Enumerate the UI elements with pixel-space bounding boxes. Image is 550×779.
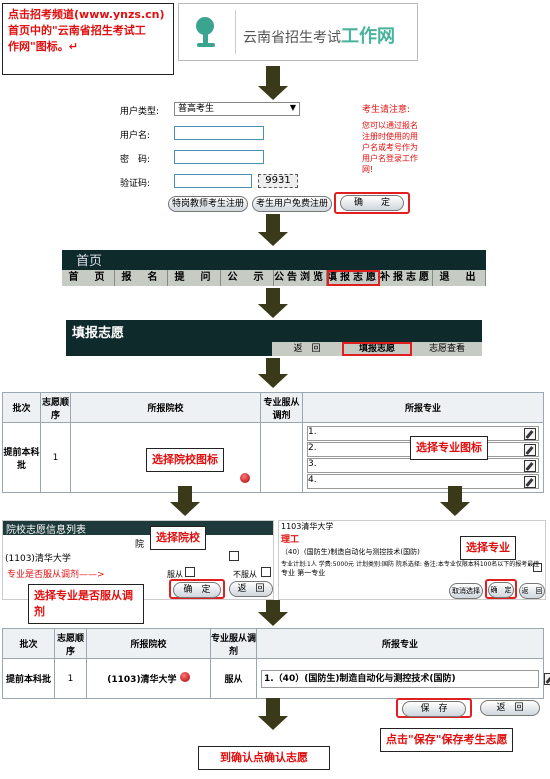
tab-exit[interactable]: 退 出 bbox=[433, 270, 486, 286]
obey-callout: 选择专业是否服从调剂 bbox=[28, 584, 144, 624]
not-obey-checkbox[interactable] bbox=[261, 567, 271, 577]
major-edit-icon[interactable] bbox=[524, 444, 536, 456]
school-panel-title: 院校志愿信息列表 bbox=[3, 521, 273, 536]
login-confirm-highlight: 确 定 bbox=[334, 192, 410, 214]
result-major: 1.（40）(国防生)制造自动化与测控技术(国防) bbox=[264, 673, 456, 684]
flow-arrow bbox=[258, 600, 288, 626]
save-callout: 点击"保存"保存考生志愿 bbox=[380, 728, 514, 752]
flow-arrow bbox=[258, 358, 288, 388]
intro-line3: 作网"图标。↵ bbox=[8, 40, 78, 53]
school-select-icon[interactable] bbox=[179, 672, 190, 682]
fill-view-tab[interactable]: 志愿查看 bbox=[428, 344, 465, 354]
major-edit-icon[interactable] bbox=[524, 476, 536, 488]
fill-bar: 填报志愿 返 回 填报志愿 志愿查看 bbox=[66, 320, 482, 356]
intro-line2: 首页中的"云南省招生考试工 bbox=[8, 24, 146, 37]
result-school: (1103)清华大学 bbox=[107, 675, 177, 685]
captcha-image: 9931 bbox=[258, 174, 298, 188]
select-major-callout: 选择专业 bbox=[460, 536, 516, 560]
order-cell: 1 bbox=[40, 422, 71, 493]
obey-cell bbox=[260, 422, 303, 493]
site-banner[interactable]: 云南省招生考试工作网 bbox=[178, 3, 418, 61]
school-back-button[interactable]: 返 回 bbox=[229, 581, 273, 597]
lamp-logo-icon bbox=[191, 14, 227, 50]
volunteer-table: 批次 志愿顺序 所报院校 专业服从调剂 所报专业 提前本科批 1 1. 2. 3… bbox=[2, 392, 544, 493]
captcha-label: 验证码: bbox=[120, 179, 151, 189]
major-slot: 4. bbox=[307, 474, 539, 489]
fill-back-tab[interactable]: 返 回 bbox=[293, 344, 321, 354]
username-input[interactable] bbox=[174, 126, 264, 140]
tab-notice[interactable]: 公告浏览 bbox=[274, 270, 327, 286]
col-batch: 批次 bbox=[2, 392, 41, 423]
major-edit-icon[interactable] bbox=[524, 428, 536, 440]
teacher-register-button[interactable]: 特岗教师考生注册 bbox=[168, 196, 248, 212]
col-school: 所报院校 bbox=[70, 392, 261, 423]
free-register-button[interactable]: 考生用户免费注册 bbox=[252, 196, 332, 212]
result-back-button[interactable]: 返 回 bbox=[480, 700, 540, 716]
tab-publicity[interactable]: 公 示 bbox=[221, 270, 274, 286]
tab-question[interactable]: 提 问 bbox=[168, 270, 221, 286]
tab-home[interactable]: 首 页 bbox=[62, 270, 115, 286]
flow-arrow bbox=[258, 288, 288, 318]
major-edit-icon[interactable] bbox=[544, 672, 550, 685]
save-button[interactable]: 保 存 bbox=[402, 701, 466, 717]
school-cell bbox=[70, 422, 261, 493]
select-school-callout: 选择院校 bbox=[150, 526, 206, 550]
flow-arrow bbox=[440, 486, 470, 516]
nav-bar: 首页 首 页 报 名 提 问 公 示 公告浏览 填报志愿 补报志愿 退 出 bbox=[62, 250, 486, 286]
batch-cell: 提前本科批 bbox=[2, 422, 41, 493]
flow-arrow bbox=[258, 214, 288, 246]
password-input[interactable] bbox=[174, 150, 264, 164]
save-highlight: 保 存 bbox=[396, 698, 472, 718]
major-ok-button[interactable]: 确 定 bbox=[488, 582, 514, 598]
major-back-button[interactable]: 返 回 bbox=[519, 583, 545, 599]
school-list-item[interactable]: (1103)清华大学 bbox=[5, 554, 71, 564]
major-icon-callout: 选择专业图标 bbox=[410, 436, 488, 460]
captcha-input[interactable] bbox=[174, 174, 252, 188]
username-label: 用户名: bbox=[120, 131, 151, 141]
fill-title: 填报志愿 bbox=[72, 326, 125, 341]
flow-arrow bbox=[170, 486, 200, 516]
intro-line1: 点击招考频道(www.ynzs.cn) bbox=[8, 8, 165, 21]
col-obey: 专业服从调剂 bbox=[260, 392, 303, 423]
fill-fill-tab[interactable]: 填报志愿 bbox=[342, 342, 412, 356]
login-note-body: 您可以通过报名注册时使用的用户名或考号作为用户名登录工作网! bbox=[362, 121, 418, 174]
major-panel: 1103清华大学 理工 （40）(国防生)制造自动化与测控技术(国防) 专业计划… bbox=[278, 520, 546, 600]
major-edit-icon[interactable] bbox=[524, 460, 536, 472]
login-note-title: 考生请注意: bbox=[362, 105, 411, 115]
major-slot: 3. bbox=[307, 458, 539, 473]
nav-tabs: 首 页 报 名 提 问 公 示 公告浏览 填报志愿 补报志愿 退 出 bbox=[62, 270, 486, 286]
major-cancel-button[interactable]: 取消选择 bbox=[449, 583, 483, 599]
school-checkbox[interactable] bbox=[229, 551, 239, 561]
tab-fill[interactable]: 填报志愿 bbox=[327, 270, 380, 286]
col-order: 志愿顺序 bbox=[40, 392, 71, 423]
site-name-strong: 工作网 bbox=[341, 26, 395, 47]
chevron-down-icon: ▼ bbox=[289, 103, 296, 112]
user-type-select[interactable]: 普高考生 ▼ bbox=[174, 102, 300, 116]
result-table: 批次 志愿顺序 所报院校 专业服从调剂 所报专业 提前本科批 1 (1103)清… bbox=[2, 628, 550, 699]
school-select-icon[interactable] bbox=[240, 473, 250, 483]
user-type-label: 用户类型: bbox=[120, 107, 160, 117]
flow-arrow bbox=[258, 66, 288, 100]
major-cell: 1. 2. 3. 4. bbox=[302, 422, 544, 493]
tab-register[interactable]: 报 名 bbox=[115, 270, 168, 286]
password-label: 密 码: bbox=[120, 155, 151, 165]
intro-callout: 点击招考频道(www.ynzs.cn) 首页中的"云南省招生考试工 作网"图标。… bbox=[2, 3, 174, 75]
tab-supplement[interactable]: 补报志愿 bbox=[380, 270, 433, 286]
major-checkbox[interactable] bbox=[533, 563, 542, 572]
school-icon-callout: 选择院校图标 bbox=[146, 448, 224, 472]
obey-label: 专业是否服从调剂——> bbox=[7, 570, 105, 580]
major-option[interactable]: （40）(国防生)制造自动化与测控技术(国防) bbox=[281, 548, 420, 556]
login-confirm-button[interactable]: 确 定 bbox=[340, 195, 404, 211]
nav-title: 首页 bbox=[76, 254, 103, 269]
site-name: 云南省招生考试 bbox=[243, 30, 341, 46]
obey-checkbox[interactable] bbox=[185, 567, 195, 577]
final-box: 到确认点确认志愿 bbox=[198, 746, 330, 770]
flow-arrow bbox=[258, 698, 288, 730]
login-panel: 用户类型: 普高考生 ▼ 用户名: 密 码: 验证码: 9931 考生请注意: … bbox=[106, 100, 418, 214]
col-major: 所报专业 bbox=[302, 392, 544, 423]
school-ok-button[interactable]: 确 定 bbox=[173, 582, 221, 598]
